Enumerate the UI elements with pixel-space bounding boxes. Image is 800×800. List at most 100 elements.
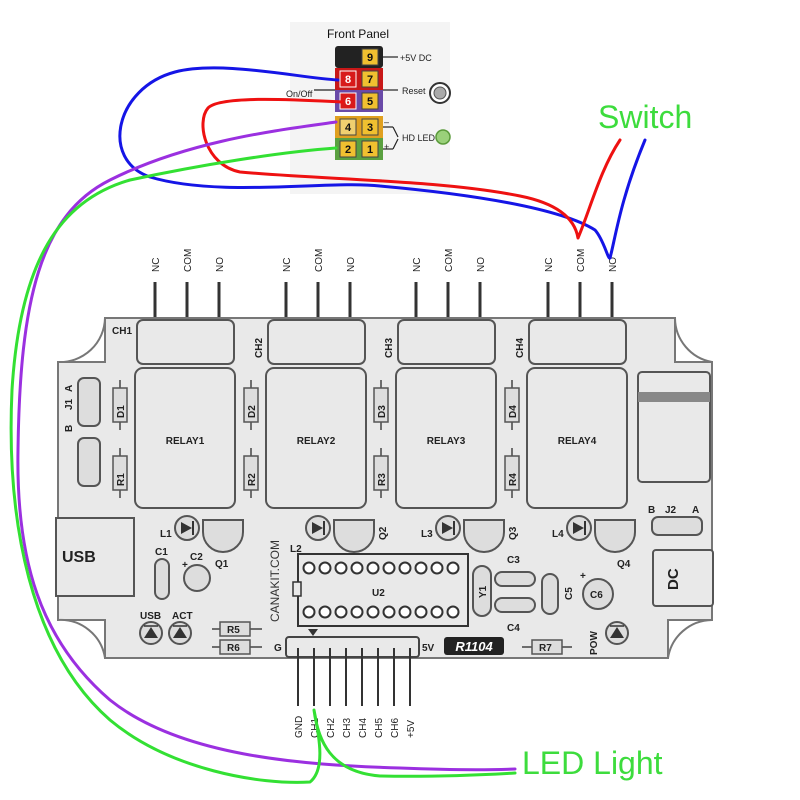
io-pin-label: CH3 [342,718,353,738]
svg-text:ACT: ACT [172,611,193,622]
contact-label-1-no: NO [215,257,226,272]
u2-pin [414,561,428,575]
relay-label: RELAY1 [166,436,205,447]
label-onoff: On/Off [286,89,313,99]
svg-text:Y1: Y1 [478,585,489,598]
relay-label: RELAY2 [297,436,336,447]
io-pin-label: CH2 [326,718,337,738]
channel-label: CH3 [384,338,395,358]
resistor-label: R2 [247,473,258,486]
pin-5-label: 5 [367,96,373,108]
io-pin-label: +5V [406,720,417,738]
y1-crystal [472,565,492,617]
pin-7-label: 7 [367,74,373,86]
resistor [373,455,389,491]
svg-text:A: A [692,505,699,516]
resistor-label: R4 [508,473,519,486]
label-plus5vdc: +5V DC [400,53,432,63]
contact-label-3-nc: NC [412,258,423,272]
u2-pins [302,561,460,619]
resistor-label: R3 [377,473,388,486]
u2-pin [334,561,348,575]
u2-pin [382,561,396,575]
svg-text:5V: 5V [422,643,435,654]
contact-label-4-com: COM [576,249,587,272]
relay-body [395,367,497,509]
svg-text:C2: C2 [190,552,203,563]
channel-label: CH1 [112,326,132,337]
dc-jack [652,549,714,607]
led-light-callout: LED Light [522,745,663,781]
svg-text:C4: C4 [507,623,520,634]
svg-text:G: G [274,643,282,654]
svg-text:USB: USB [140,611,161,622]
pin-2 [339,140,357,158]
pin-5 [361,92,379,110]
u2-pin [318,605,332,619]
svg-text:C5: C5 [564,587,575,600]
pin-7 [361,70,379,88]
transistor [594,519,636,553]
transistor-label: Q1 [215,559,229,570]
u2-pin [446,605,460,619]
svg-text:+: + [580,571,586,582]
svg-text:R5: R5 [227,625,240,636]
transistor-label: Q3 [508,526,519,540]
pin-8 [339,70,357,88]
pin-3-label: 3 [367,122,373,134]
contact-label-4-nc: NC [544,258,555,272]
label-hdled: HD LED [402,133,436,143]
transistor [463,519,505,553]
contact-label-3-com: COM [444,249,455,272]
hd-led-icon [435,129,451,145]
u2-pin [350,605,364,619]
transistor [333,519,375,553]
j1-connector [77,377,101,427]
contact-label-3-no: NO [476,257,487,272]
u2-pin [446,561,460,575]
u2-label: U2 [372,588,385,599]
front-panel-title: Front Panel [327,27,389,41]
pin-2-label: 2 [345,144,351,156]
u2-pin [318,561,332,575]
u2-pin [302,561,316,575]
u2-pin [334,605,348,619]
led-label: L1 [160,529,172,540]
u2-pin [366,561,380,575]
diode [112,387,128,423]
pin-4 [339,118,357,136]
pcb-board: A J1 B USB DC B J2 A CH1RELAY1D1R1L1Q1CH… [55,317,714,659]
pin-9 [361,48,379,66]
resistor [243,455,259,491]
j2-connector [651,516,703,536]
pin-9-label: 9 [367,52,373,64]
relay-label: RELAY4 [558,436,597,447]
diode-label: D4 [508,405,519,418]
channel-label: CH4 [515,338,526,358]
usb-port [55,517,135,597]
pin-8-label: 8 [345,74,351,86]
svg-text:J1: J1 [64,398,75,410]
u2-pin [430,561,444,575]
io-header [285,636,420,658]
diode-label: D1 [116,405,127,418]
io-pin-label: CH6 [390,718,401,738]
u2-pin [350,561,364,575]
j1-connector-b [77,437,101,487]
svg-text:+: + [182,560,188,571]
svg-text:A: A [64,385,75,392]
blue-wire [118,66,647,260]
relay-body [526,367,628,509]
svg-text:POW: POW [589,631,600,655]
brand-text: CANAKIT.COM [268,540,282,622]
c2-capacitor [183,564,211,592]
r5-resistor [219,621,251,637]
pin-6-label: 6 [345,96,351,108]
red-wire [201,97,622,240]
